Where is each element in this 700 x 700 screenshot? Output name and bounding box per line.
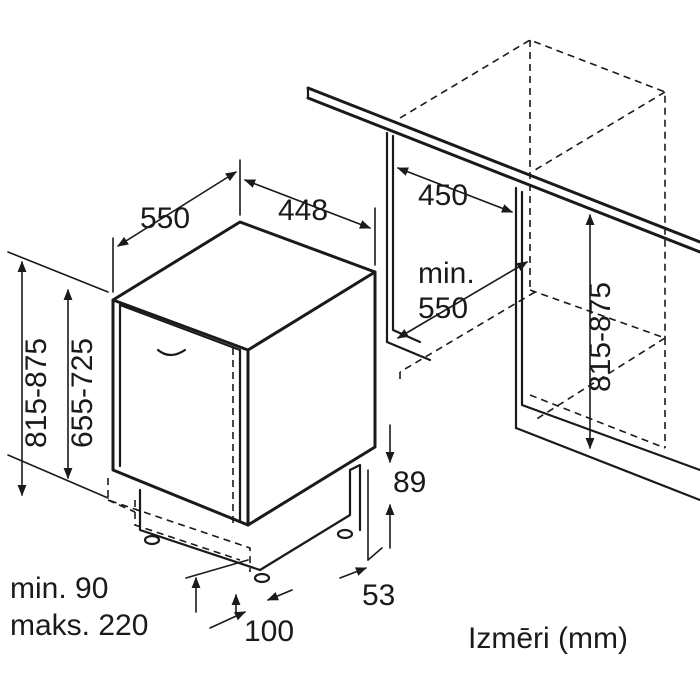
label-niche-depth-prefix: min. [418,257,475,290]
dim-appliance-height [7,251,109,499]
label-appliance-height: 815-875 [20,338,53,448]
label-depth: 550 [140,202,190,235]
plinth-dashed [107,348,251,572]
label-plinth-max: maks. 220 [10,609,148,642]
label-door-height: 655-725 [66,338,99,448]
label-plinth-depth: 53 [362,579,395,612]
label-niche-width: 450 [418,179,468,212]
label-plinth-height: 89 [393,466,426,499]
niche-dashed-volume [399,39,666,449]
dishwasher-body [111,220,377,527]
door-handle-icon [156,348,187,357]
niche-left-side-panel [385,131,432,362]
dishwasher-base [138,463,362,572]
dim-depth [112,159,241,293]
adjustable-feet [143,528,354,584]
label-units: Izmēri (mm) [468,622,628,655]
dim-niche-depth [397,261,528,339]
dim-niche-width [396,167,514,213]
dim-width [243,179,376,266]
label-plinth-offset: 100 [244,615,294,648]
dim-plinth-height [367,424,395,561]
label-niche-depth: 550 [418,292,468,325]
label-plinth-min: min. 90 [10,572,108,605]
dim-plinth-offset [209,589,293,629]
dim-plinth-range [185,559,249,613]
label-width: 448 [278,194,328,227]
label-niche-height: 815-875 [584,282,617,392]
dim-plinth-depth [339,547,383,579]
